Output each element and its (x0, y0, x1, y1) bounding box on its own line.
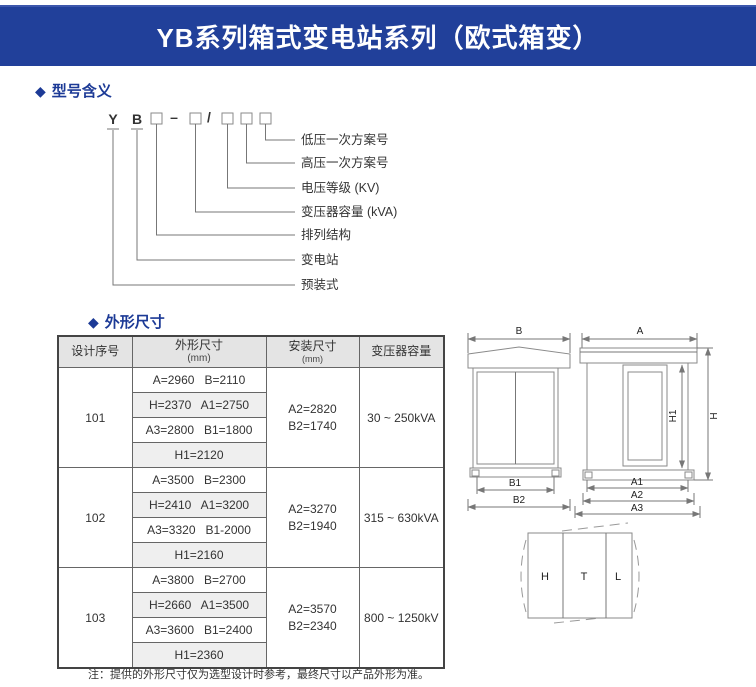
design-id-cell: 102 (57, 467, 133, 568)
plan-label-h: H (541, 571, 549, 583)
dim-cell: H1=2360 (131, 642, 267, 669)
section-heading-dimensions: ◆ 外形尺寸 (88, 311, 165, 332)
table-row: H=2410 A1=3200 (58, 492, 444, 518)
dim-cell: A3=3600 B1=2400 (131, 617, 267, 643)
side-view-drawing: B B1 B2 (467, 326, 571, 511)
formula-box-5 (259, 112, 272, 125)
dim-cell: H=2370 A1=2750 (131, 392, 267, 418)
formula-box-1 (150, 112, 163, 125)
dim-cell: H=2410 A1=3200 (131, 492, 267, 518)
callout-label: 变电站 (301, 252, 339, 267)
dim-cell: H1=2120 (131, 442, 267, 468)
technical-drawings: B B1 B2 A (467, 326, 720, 624)
dim-label-h1: H1 (668, 409, 679, 422)
formula-box-4 (240, 112, 253, 125)
dim-cell: A=3500 B=2300 (131, 467, 267, 493)
formula-letter-y: Y (108, 111, 118, 127)
capacity-cell: 30 ~ 250kVA (358, 367, 445, 468)
formula-dash: – (170, 109, 178, 125)
dim-cell: A=2960 B=2110 (131, 367, 267, 393)
roof-front (579, 347, 698, 364)
plan-outline (527, 532, 633, 619)
callout-label: 高压一次方案号 (301, 155, 389, 170)
callout-label: 排列结构 (301, 227, 351, 242)
header-capacity: 变压器容量 (358, 335, 445, 368)
dim-label-a2: A2 (631, 490, 644, 501)
section-heading-model-label: 型号含义 (51, 83, 112, 100)
callout-label: 电压等级 (KV) (301, 180, 379, 195)
formula-characters: Y B – / (107, 109, 272, 130)
design-id-cell: 103 (57, 567, 133, 669)
capacity-cell: 800 ~ 1250kV (358, 567, 445, 669)
front-view-drawing: A H1 H A1 A2 (574, 326, 720, 518)
section-heading-dimensions-label: 外形尺寸 (104, 314, 165, 331)
footnote: 注：提供的外形尺寸仅为选型设计时参考，最终尺寸以产品外形为准。 (88, 669, 429, 681)
header-outline-dims: 外形尺寸(mm) (131, 335, 267, 368)
formula-box-2 (189, 112, 202, 125)
dim-label-a: A (637, 326, 644, 337)
diamond-bullet-icon: ◆ (35, 83, 46, 99)
callout-label: 变压器容量 (kVA) (301, 204, 397, 219)
table-row: H1=2160 (58, 542, 444, 568)
dim-label-a1: A1 (631, 477, 644, 488)
header-install-dims: 安装尺寸(mm) (265, 335, 360, 368)
model-meaning-diagram: Y B – / 低压一次方案号 高压一次方案号 电压等级 (KV) 变压器容量 (107, 109, 397, 292)
formula-callout-lines (112, 124, 295, 286)
dim-label-a3: A3 (631, 503, 644, 514)
table-header-row: 设计序号 外形尺寸(mm) 安装尺寸(mm) 变压器容量 (57, 335, 445, 368)
section-heading-model: ◆ 型号含义 (35, 80, 112, 101)
table-row: A3=3600 B1=2400 (58, 617, 444, 643)
plan-label-t: T (581, 571, 588, 583)
dim-cell: A3=2800 B1=1800 (131, 417, 267, 443)
roof-side (467, 346, 571, 369)
dim-cell: A=3800 B=2700 (131, 567, 267, 593)
formula-letter-b: B (132, 111, 142, 127)
formula-slash: / (207, 109, 211, 125)
dim-label-h: H (709, 412, 720, 419)
page-title: YB系列箱式变电站系列（欧式箱变） (156, 23, 600, 53)
formula-callout-labels: 低压一次方案号 高压一次方案号 电压等级 (KV) 变压器容量 (kVA) 排列… (301, 132, 397, 292)
cabinet-side-base (469, 467, 562, 478)
capacity-cell: 315 ~ 630kVA (358, 467, 445, 568)
callout-label: 预装式 (301, 278, 339, 292)
dim-cell: A3=3320 B1-2000 (131, 517, 267, 543)
table-row: H1=2120 (58, 442, 444, 468)
dimensions-table: 设计序号 外形尺寸(mm) 安装尺寸(mm) 变压器容量 101 A=2960 … (57, 335, 445, 669)
dimensions-table-wrap: 设计序号 外形尺寸(mm) 安装尺寸(mm) 变压器容量 101 A=2960 … (57, 335, 445, 669)
formula-box-3 (221, 112, 234, 125)
cabinet-front-base (582, 469, 695, 481)
plan-label-l: L (615, 571, 621, 583)
dim-cell: H=2660 A1=3500 (131, 592, 267, 618)
dim-label-b1: B1 (509, 478, 522, 489)
table-row: H1=2360 (58, 642, 444, 669)
dim-label-b: B (516, 326, 523, 337)
title-band: YB系列箱式变电站系列（欧式箱变） (0, 5, 756, 66)
dim-cell: H1=2160 (131, 542, 267, 568)
diamond-bullet-icon: ◆ (88, 314, 99, 330)
design-id-cell: 101 (57, 367, 133, 468)
dim-label-b2: B2 (513, 495, 526, 506)
plan-view-drawing: H T L (520, 522, 640, 624)
callout-label: 低压一次方案号 (301, 132, 389, 147)
header-design-id: 设计序号 (57, 335, 133, 368)
table-row: H=2370 A1=2750 (58, 392, 444, 418)
